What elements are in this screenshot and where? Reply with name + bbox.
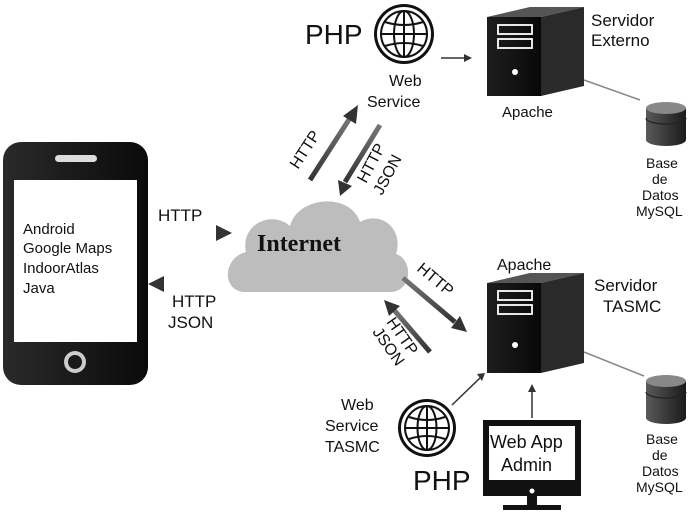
smartphone-icon bbox=[3, 142, 148, 385]
bottom-ws-line-web: Web bbox=[341, 397, 374, 414]
arrow-webservice-to-tasmc bbox=[451, 373, 485, 406]
phone-line-indooratlas: IndoorAtlas bbox=[23, 260, 99, 277]
globe-icon bbox=[374, 4, 434, 64]
external-apache-label: Apache bbox=[502, 104, 553, 121]
external-db-line1: Base bbox=[646, 155, 678, 171]
top-ws-line-service: Service bbox=[367, 94, 420, 111]
external-db-line2: de bbox=[652, 171, 668, 187]
internet-label: Internet bbox=[257, 231, 341, 257]
admin-line2: Admin bbox=[501, 455, 552, 475]
label-phone-return-json: JSON bbox=[168, 313, 213, 332]
admin-line1: Web App bbox=[490, 432, 563, 452]
monitor-icon bbox=[483, 420, 581, 510]
arrow-phone-to-internet bbox=[150, 225, 232, 241]
connector-tasmc-db bbox=[583, 351, 645, 377]
bottom-php-label: PHP bbox=[413, 465, 471, 496]
bottom-ws-line-service: Service bbox=[325, 418, 378, 435]
phone-tech-list: Android Google Maps IndoorAtlas Java bbox=[23, 221, 112, 297]
tasmc-apache-label: Apache bbox=[497, 257, 551, 274]
tasmc-db-line1: Base bbox=[646, 431, 678, 447]
arrow-tasmc-to-internet bbox=[384, 300, 432, 354]
tasmc-title-line2: TASMC bbox=[603, 297, 661, 316]
external-title-line1: Servidor bbox=[591, 11, 655, 30]
label-phone-return-http: HTTP bbox=[172, 292, 216, 311]
external-title-line2: Externo bbox=[591, 31, 650, 50]
database-icon bbox=[645, 375, 687, 424]
phone-line-google-maps: Google Maps bbox=[23, 240, 112, 257]
top-ws-line-web: Web bbox=[389, 73, 422, 90]
arrow-webservice-to-internet bbox=[338, 123, 383, 196]
server-icon bbox=[487, 273, 584, 373]
phone-line-java: Java bbox=[23, 280, 55, 297]
bottom-ws-line-tasmc: TASMC bbox=[325, 439, 380, 456]
globe-icon bbox=[398, 399, 456, 457]
tasmc-db-line3: Datos bbox=[642, 463, 679, 479]
arrow-internet-to-tasmc bbox=[401, 276, 467, 332]
arrow-admin-to-tasmc bbox=[528, 384, 536, 418]
tasmc-db-line2: de bbox=[652, 447, 668, 463]
cloud-icon bbox=[227, 201, 409, 292]
arrow-webservice-to-external bbox=[441, 54, 472, 62]
server-icon bbox=[487, 7, 584, 96]
phone-line-android: Android bbox=[23, 221, 75, 238]
database-icon bbox=[645, 102, 687, 146]
tasmc-db-line4: MySQL bbox=[636, 479, 683, 495]
external-db-line4: MySQL bbox=[636, 203, 683, 219]
connector-external-db bbox=[583, 79, 641, 101]
label-phone-http: HTTP bbox=[158, 206, 202, 225]
external-db-line3: Datos bbox=[642, 187, 679, 203]
tasmc-title-line1: Servidor bbox=[594, 276, 658, 295]
top-php-label: PHP bbox=[305, 19, 363, 50]
arrow-internet-to-webservice bbox=[307, 105, 358, 182]
arrow-internet-to-phone bbox=[148, 276, 232, 292]
